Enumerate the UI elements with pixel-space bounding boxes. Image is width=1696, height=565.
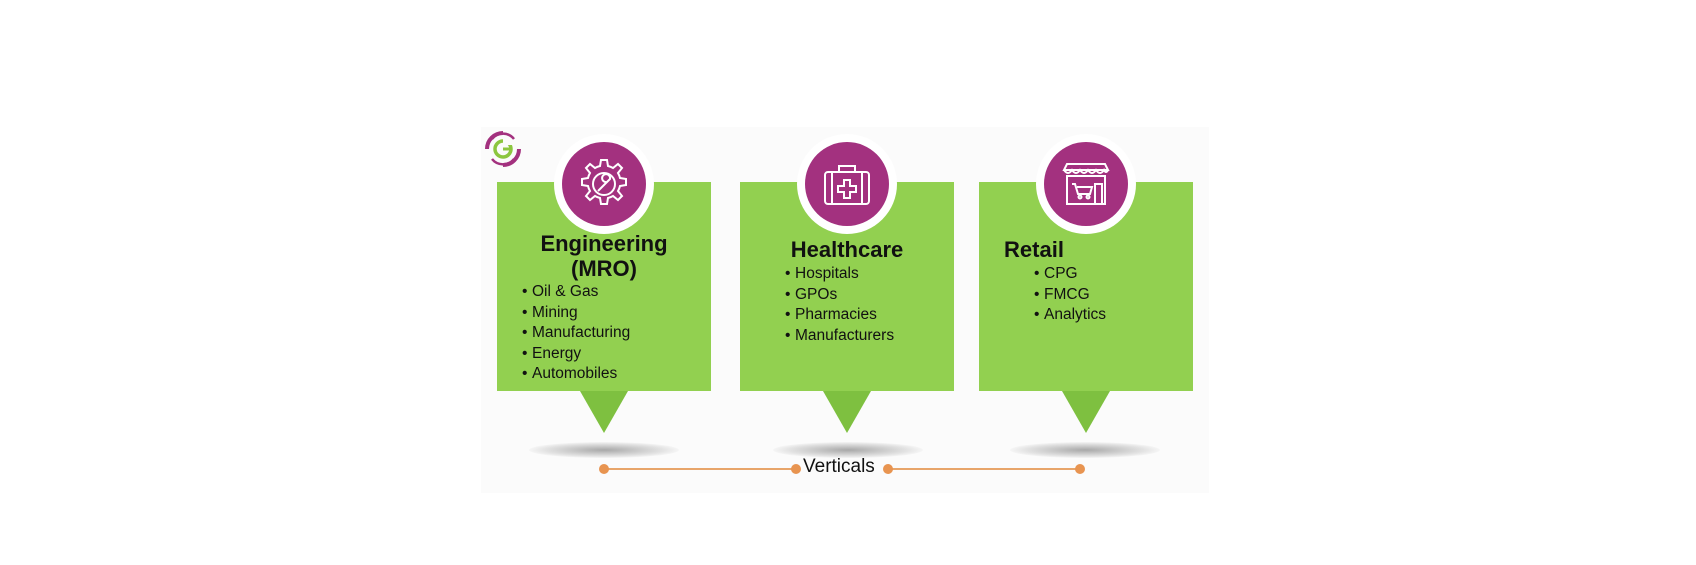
- list-item: Analytics: [1034, 305, 1106, 326]
- list-item: Pharmacies: [785, 305, 894, 326]
- card-title-healthcare: Healthcare: [790, 237, 904, 262]
- card-title-retail: Retail: [1004, 237, 1064, 262]
- list-item: Automobiles: [522, 364, 630, 385]
- timeline-dot: [883, 464, 893, 474]
- engineering-list: Oil & Gas Mining Manufacturing Energy Au…: [522, 282, 630, 385]
- timeline-dot: [599, 464, 609, 474]
- list-item: FMCG: [1034, 285, 1106, 306]
- engineering-icon-badge: [554, 134, 654, 234]
- card-pointer: [580, 391, 628, 433]
- card-pointer: [823, 391, 871, 433]
- list-item: Manufacturing: [522, 323, 630, 344]
- list-item: Hospitals: [785, 264, 894, 285]
- healthcare-list: Hospitals GPOs Pharmacies Manufacturers: [785, 264, 894, 346]
- card-pointer: [1062, 391, 1110, 433]
- footer-label: Verticals: [803, 456, 875, 477]
- drop-shadow: [529, 442, 679, 458]
- timeline-dot: [791, 464, 801, 474]
- list-item: Mining: [522, 303, 630, 324]
- timeline-line-left: [604, 468, 796, 470]
- list-item: Oil & Gas: [522, 282, 630, 303]
- list-item: CPG: [1034, 264, 1106, 285]
- list-item: GPOs: [785, 285, 894, 306]
- list-item: Energy: [522, 344, 630, 365]
- timeline-line-right: [888, 468, 1080, 470]
- list-item: Manufacturers: [785, 326, 894, 347]
- storefront-icon: [1062, 163, 1110, 205]
- timeline-dot: [1075, 464, 1085, 474]
- gear-wrench-icon: [581, 159, 627, 205]
- drop-shadow: [773, 442, 923, 458]
- drop-shadow: [1010, 442, 1160, 458]
- medical-kit-icon: [824, 165, 870, 205]
- card-title-engineering: Engineering (MRO): [540, 231, 668, 281]
- retail-list: CPG FMCG Analytics: [1034, 264, 1106, 326]
- company-logo: [485, 131, 521, 167]
- retail-icon-badge: [1036, 134, 1136, 234]
- healthcare-icon-badge: [797, 134, 897, 234]
